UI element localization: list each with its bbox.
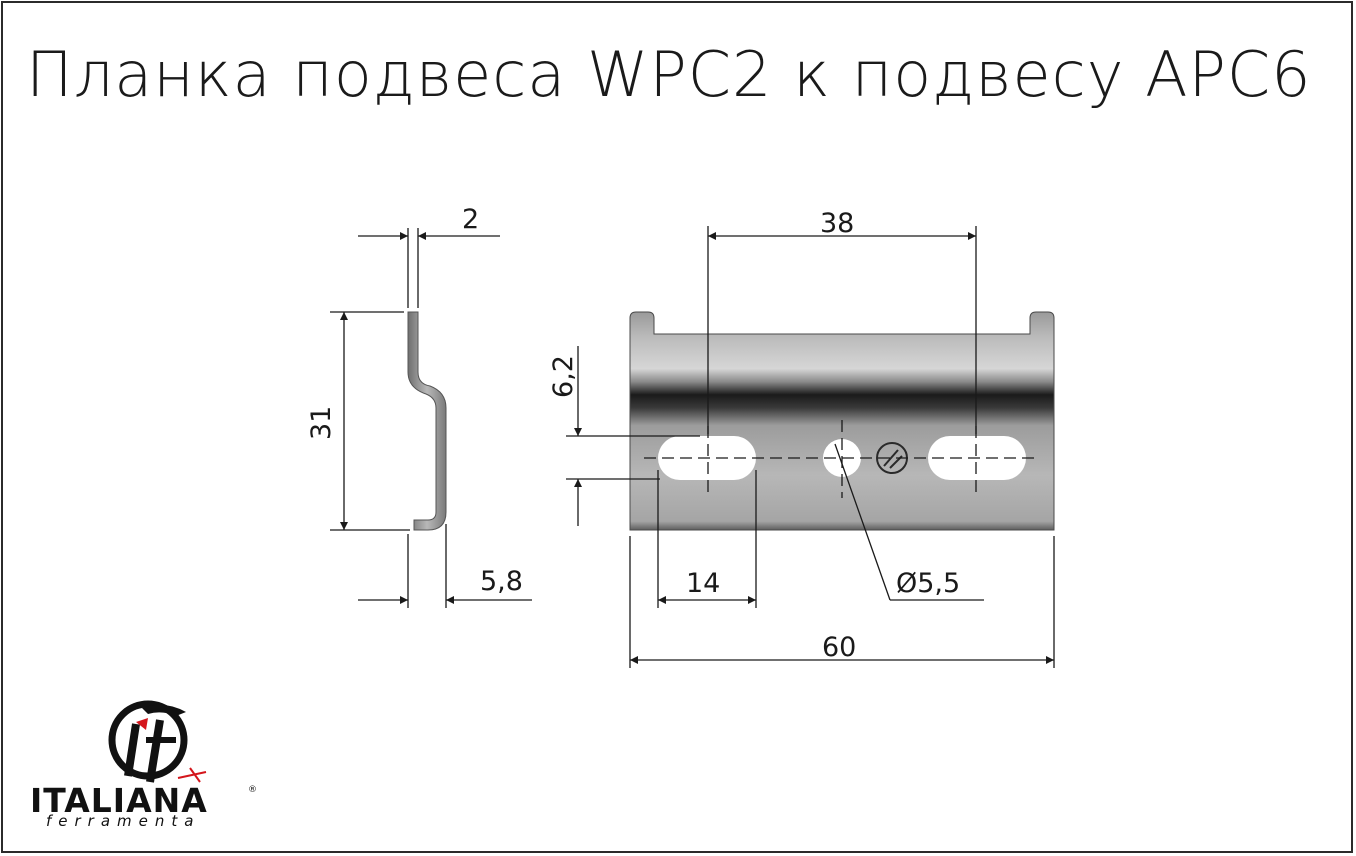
italiana-ferramenta-logo: ITALIANA ® ferramenta bbox=[30, 700, 257, 830]
dim-hole-spacing-label: 38 bbox=[820, 208, 854, 239]
side-view-profile bbox=[407, 311, 447, 531]
dim-hole-diameter-label: Ø5,5 bbox=[896, 568, 960, 599]
dim-slot-height-label: 6,2 bbox=[548, 355, 579, 398]
dim-depth-label: 5,8 bbox=[480, 566, 523, 597]
dim-slot-length bbox=[657, 470, 757, 608]
dim-hole-diameter bbox=[834, 443, 984, 601]
dim-height bbox=[330, 311, 410, 531]
dim-slot-length-label: 14 bbox=[686, 568, 720, 599]
dim-slot-height bbox=[566, 346, 700, 526]
logo-brand-text: ITALIANA bbox=[30, 781, 208, 820]
logo-registered-mark: ® bbox=[248, 785, 257, 795]
drawing-title: Планка подвеса WPC2 к подвесу APC6 bbox=[26, 38, 1312, 111]
dim-thickness bbox=[358, 228, 500, 308]
dim-width-label: 60 bbox=[822, 632, 856, 663]
dim-thickness-label: 2 bbox=[462, 204, 479, 235]
center-lines bbox=[644, 420, 1040, 498]
dim-depth bbox=[358, 524, 532, 608]
dim-width bbox=[629, 536, 1055, 668]
logo-mark-icon bbox=[108, 700, 207, 783]
logo-sub-text: ferramenta bbox=[46, 812, 200, 830]
dim-height-label: 31 bbox=[306, 406, 337, 440]
dim-hole-spacing bbox=[707, 226, 977, 434]
